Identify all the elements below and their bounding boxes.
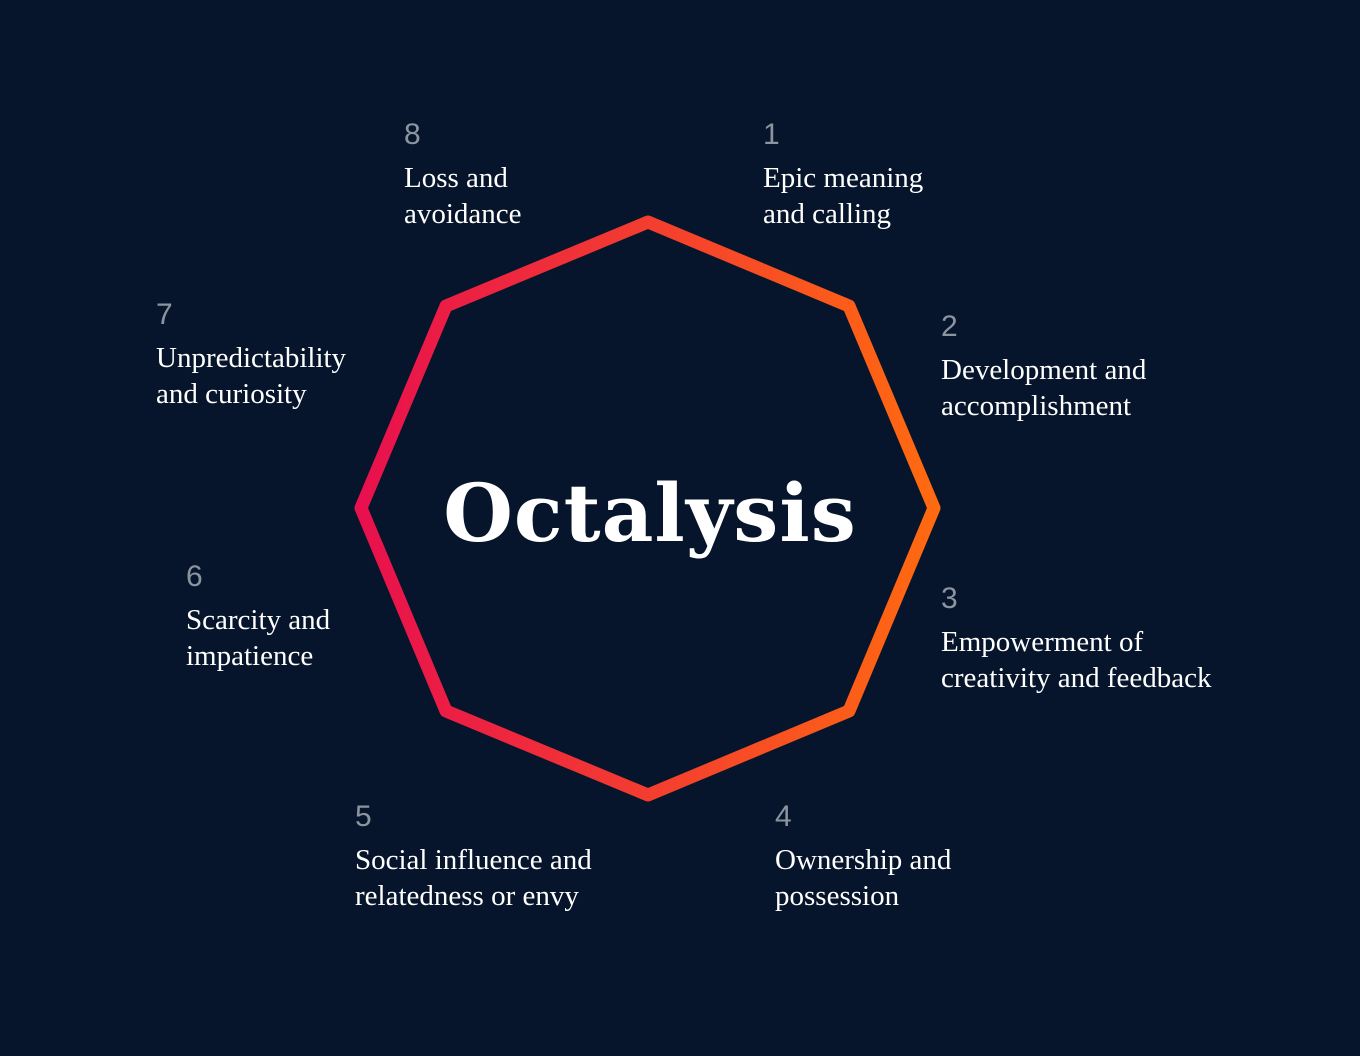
core-drive-5-number: 5	[355, 800, 372, 833]
octagon-outline	[354, 215, 941, 802]
core-drive-3-number: 3	[941, 582, 958, 615]
core-drive-1-number: 1	[763, 118, 780, 151]
core-drive-3: 3 Empowerment of creativity and feedback	[941, 582, 1212, 696]
core-drive-3-label-line2: creativity and feedback	[941, 662, 1212, 694]
core-drive-3-label-line1: Empowerment of	[941, 626, 1144, 658]
core-drive-8: 8 Loss and avoidance	[404, 118, 522, 232]
core-drive-4-label-line2: possession	[775, 880, 900, 912]
core-drive-2-label-line2: accomplishment	[941, 390, 1132, 422]
core-drive-5-label-line2: relatedness or envy	[355, 880, 579, 912]
diagram-title: Octalysis	[443, 466, 857, 560]
core-drive-7: 7 Unpredictability and curiosity	[156, 298, 346, 412]
core-drive-5-label-line1: Social influence and	[355, 844, 592, 876]
core-drive-4-number: 4	[775, 800, 792, 833]
core-drive-6: 6 Scarcity and impatience	[186, 560, 330, 674]
core-drive-8-label-line1: Loss and	[404, 162, 508, 194]
core-drive-6-label-line1: Scarcity and	[186, 604, 331, 636]
core-drive-4: 4 Ownership and possession	[775, 800, 951, 914]
core-drive-4-label-line1: Ownership and	[775, 844, 952, 876]
core-drive-8-number: 8	[404, 118, 421, 151]
core-drive-2-label-line1: Development and	[941, 354, 1147, 386]
core-drive-7-number: 7	[156, 298, 173, 331]
core-drive-2-number: 2	[941, 310, 958, 343]
core-drive-7-label-line1: Unpredictability	[156, 342, 347, 374]
core-drive-8-label-line2: avoidance	[404, 198, 522, 230]
core-drive-7-label-line2: and curiosity	[156, 378, 307, 410]
core-drive-2: 2 Development and accomplishment	[941, 310, 1146, 424]
core-drive-1: 1 Epic meaning and calling	[763, 118, 923, 232]
core-drive-5: 5 Social influence and relatedness or en…	[355, 800, 592, 914]
core-drive-1-label-line2: and calling	[763, 198, 892, 230]
core-drive-6-label-line2: impatience	[186, 640, 314, 672]
core-drive-6-number: 6	[186, 560, 203, 593]
core-drive-1-label-line1: Epic meaning	[763, 162, 924, 194]
